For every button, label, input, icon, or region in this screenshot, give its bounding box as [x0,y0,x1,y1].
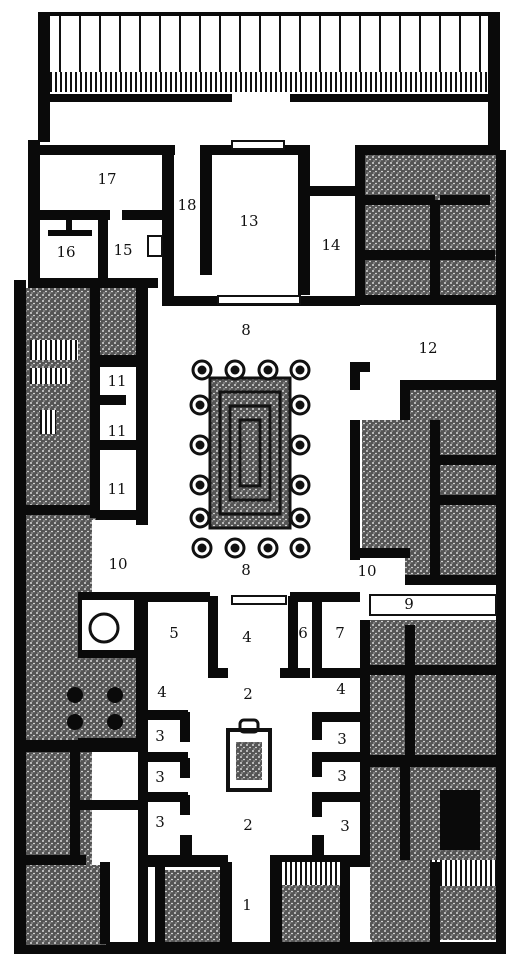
room-label-4-tablinum: 4 [242,628,252,646]
room-label-8: 8 [241,561,251,579]
room-label-18: 18 [177,196,196,214]
column-core [230,365,240,375]
north-rooms [162,140,360,306]
fountain-icon [88,612,120,644]
room-label-11: 11 [107,422,126,440]
outer-walls [14,12,506,954]
column-core [295,480,305,490]
front-shops [26,862,440,945]
room-label-1: 1 [242,896,252,914]
room-label-5: 5 [169,624,179,642]
room-label-3: 3 [337,767,347,785]
column-core [263,543,273,553]
column-core [197,365,207,375]
room-label-8: 8 [241,321,251,339]
room-label-13: 13 [239,212,258,230]
room-label-4: 4 [157,683,167,701]
northeast-rooms [355,145,496,305]
column-core [295,440,305,450]
column-core [263,365,273,375]
column-core [295,543,305,553]
room-label-3: 3 [340,817,350,835]
room-label-3: 3 [155,813,165,831]
column-core [295,513,305,523]
room-label-2-atrium: 2 [243,685,253,703]
room-label-3: 3 [155,727,165,745]
garden-fence [40,12,500,92]
room-label-9: 9 [404,595,414,613]
southwest-block [26,592,146,865]
corridor-9 [369,594,497,616]
column-core [195,513,205,523]
column-row [189,359,311,559]
room-labels: 1 2 2 3 3 3 3 3 3 4 4 4 5 6 7 8 8 9 10 1… [56,170,437,914]
column-core [195,480,205,490]
room-label-14: 14 [321,236,340,254]
column-core [195,440,205,450]
room-label-16: 16 [56,243,75,261]
room-label-10: 10 [108,555,127,573]
peristyle [189,359,496,585]
room-label-3: 3 [155,768,165,786]
column-core [197,543,207,553]
room-label-15: 15 [113,241,132,259]
atrium [138,592,370,942]
room-label-4: 4 [336,680,346,698]
room-label-7: 7 [335,624,345,642]
column-core [295,365,305,375]
room-label-11: 11 [107,372,126,390]
column-core [195,400,205,410]
room-label-10: 10 [357,562,376,580]
column-core [295,400,305,410]
room-label-2-atrium-south: 2 [243,816,253,834]
room-label-6: 6 [298,624,308,642]
room-label-11: 11 [107,480,126,498]
column-core [230,543,240,553]
room-label-3: 3 [337,730,347,748]
room-label-12: 12 [418,339,437,357]
northwest-rooms [28,145,175,288]
room-label-17: 17 [97,170,116,188]
